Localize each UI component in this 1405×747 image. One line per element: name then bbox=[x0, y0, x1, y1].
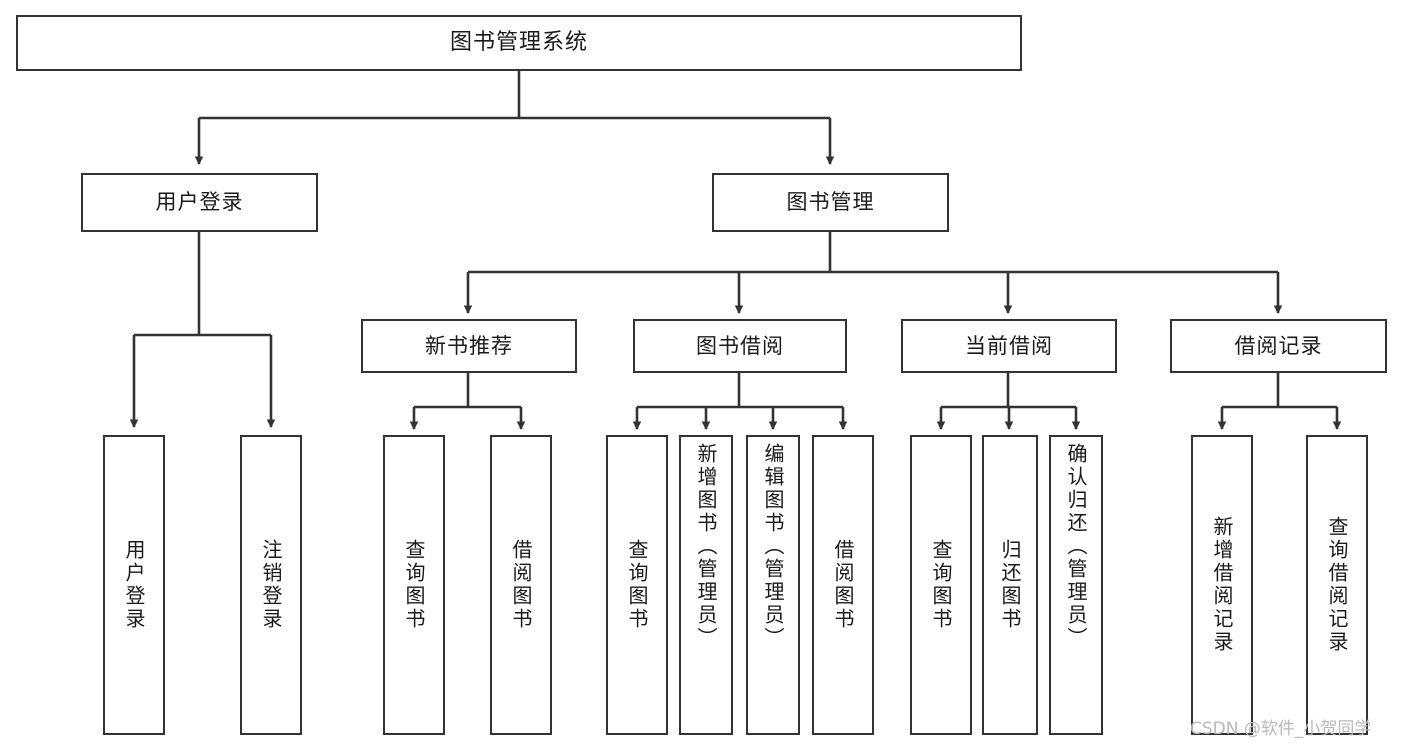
node-current-borrow[interactable]: 当前借阅 bbox=[901, 319, 1117, 373]
node-book-borrow[interactable]: 图书借阅 bbox=[633, 319, 847, 373]
node-leaf-borrow-book-1-label: 借阅图书 bbox=[509, 539, 533, 631]
node-root-label: 图书管理系统 bbox=[449, 30, 588, 55]
node-leaf-query-book-2-label: 查询图书 bbox=[625, 539, 649, 631]
node-leaf-edit-book[interactable]: 编辑图书（管理员） bbox=[746, 435, 800, 735]
node-leaf-query-book-3-label: 查询图书 bbox=[929, 539, 953, 631]
node-leaf-borrow-book-2[interactable]: 借阅图书 bbox=[812, 435, 874, 735]
node-leaf-logout-login[interactable]: 注销登录 bbox=[240, 435, 302, 735]
node-leaf-query-record[interactable]: 查询借阅记录 bbox=[1306, 435, 1368, 735]
node-book-borrow-label: 图书借阅 bbox=[696, 333, 784, 358]
node-leaf-borrow-book-2-label: 借阅图书 bbox=[831, 539, 855, 631]
node-user-login-label: 用户登录 bbox=[155, 190, 244, 214]
node-borrow-record[interactable]: 借阅记录 bbox=[1170, 319, 1387, 373]
node-leaf-add-book[interactable]: 新增图书（管理员） bbox=[679, 435, 733, 735]
node-current-borrow-label: 当前借阅 bbox=[965, 333, 1053, 358]
node-leaf-confirm-return-label: 确认归还（管理员） bbox=[1064, 443, 1088, 650]
node-borrow-record-label: 借阅记录 bbox=[1234, 333, 1323, 358]
node-leaf-user-login[interactable]: 用户登录 bbox=[103, 435, 165, 735]
node-leaf-add-record-label: 新增借阅记录 bbox=[1210, 516, 1234, 654]
node-book-manage[interactable]: 图书管理 bbox=[712, 173, 949, 232]
node-leaf-user-login-label: 用户登录 bbox=[122, 539, 146, 631]
node-leaf-return-book-label: 归还图书 bbox=[998, 539, 1022, 631]
node-leaf-query-record-label: 查询借阅记录 bbox=[1325, 516, 1349, 654]
node-user-login[interactable]: 用户登录 bbox=[81, 173, 318, 232]
node-leaf-edit-book-label: 编辑图书（管理员） bbox=[761, 443, 785, 650]
node-new-book-rec[interactable]: 新书推荐 bbox=[361, 319, 577, 373]
node-leaf-confirm-return[interactable]: 确认归还（管理员） bbox=[1049, 435, 1103, 735]
node-leaf-logout-login-label: 注销登录 bbox=[259, 539, 283, 631]
node-leaf-query-book-1[interactable]: 查询图书 bbox=[383, 435, 445, 735]
node-leaf-query-book-3[interactable]: 查询图书 bbox=[910, 435, 972, 735]
node-leaf-query-book-2[interactable]: 查询图书 bbox=[606, 435, 668, 735]
node-book-manage-label: 图书管理 bbox=[786, 190, 875, 214]
node-new-book-rec-label: 新书推荐 bbox=[425, 333, 513, 358]
node-leaf-add-book-label: 新增图书（管理员） bbox=[694, 443, 718, 650]
node-leaf-return-book[interactable]: 归还图书 bbox=[982, 435, 1038, 735]
node-leaf-query-book-1-label: 查询图书 bbox=[402, 539, 426, 631]
csdn-watermark: CSDN @软件_小贺同学 bbox=[1190, 719, 1372, 739]
node-root[interactable]: 图书管理系统 bbox=[16, 15, 1022, 71]
node-leaf-add-record[interactable]: 新增借阅记录 bbox=[1191, 435, 1253, 735]
node-leaf-borrow-book-1[interactable]: 借阅图书 bbox=[490, 435, 552, 735]
